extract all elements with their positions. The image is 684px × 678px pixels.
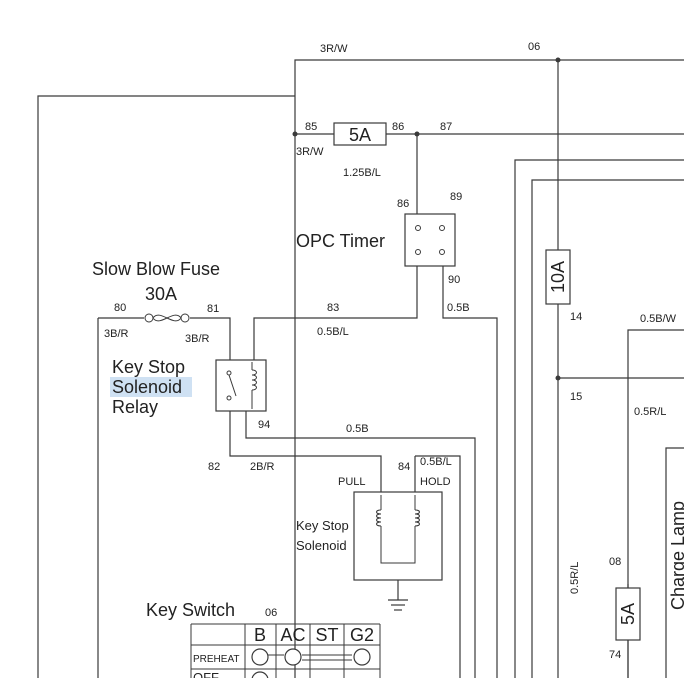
svg-text:3B/R: 3B/R bbox=[185, 333, 210, 345]
svg-text:81: 81 bbox=[207, 303, 219, 315]
svg-text:Solenoid: Solenoid bbox=[296, 538, 347, 553]
svg-text:06: 06 bbox=[265, 607, 277, 619]
fuse-10a: 10A bbox=[545, 249, 571, 305]
svg-text:Charge Lamp: Charge Lamp bbox=[668, 501, 684, 610]
svg-text:2B/R: 2B/R bbox=[250, 461, 275, 473]
svg-text:1.25B/L: 1.25B/L bbox=[343, 167, 381, 179]
svg-text:86: 86 bbox=[392, 121, 404, 133]
svg-text:Key Stop: Key Stop bbox=[112, 357, 185, 377]
svg-text:5A: 5A bbox=[618, 603, 638, 625]
svg-text:90: 90 bbox=[448, 274, 460, 286]
fuse-5a-top: 5A bbox=[333, 122, 387, 146]
svg-text:85: 85 bbox=[305, 121, 317, 133]
svg-text:0.5B/L: 0.5B/L bbox=[317, 326, 349, 338]
svg-text:82: 82 bbox=[208, 461, 220, 473]
slow-blow-fuse-rating: 30A bbox=[145, 284, 177, 304]
svg-text:08: 08 bbox=[609, 556, 621, 568]
svg-text:74: 74 bbox=[609, 649, 621, 661]
opc-timer-label: OPC Timer bbox=[296, 231, 385, 251]
svg-text:80: 80 bbox=[114, 302, 126, 314]
slow-blow-fuse-title: Slow Blow Fuse bbox=[92, 259, 220, 279]
key-stop-solenoid: Key Stop Solenoid PULL HOLD bbox=[296, 476, 451, 581]
svg-text:HOLD: HOLD bbox=[420, 476, 451, 488]
key-switch-col-g2: G2 bbox=[350, 625, 374, 645]
svg-text:3R/W: 3R/W bbox=[296, 146, 324, 158]
key-switch-col-st: ST bbox=[315, 625, 338, 645]
svg-text:84: 84 bbox=[398, 461, 410, 473]
key-stop-solenoid-relay: Key Stop Solenoid Relay bbox=[110, 357, 267, 417]
svg-text:15: 15 bbox=[570, 391, 582, 403]
key-switch-row-preheat: PREHEAT bbox=[193, 654, 240, 665]
key-switch-col-b: B bbox=[254, 625, 266, 645]
svg-text:89: 89 bbox=[450, 191, 462, 203]
slow-blow-fuse: Slow Blow Fuse 30A bbox=[92, 259, 220, 323]
key-switch-col-ac: AC bbox=[280, 625, 305, 645]
charge-lamp: Charge Lamp bbox=[668, 501, 684, 610]
svg-text:PULL: PULL bbox=[338, 476, 366, 488]
svg-text:3R/W: 3R/W bbox=[320, 43, 348, 55]
svg-text:86: 86 bbox=[397, 198, 409, 210]
svg-text:14: 14 bbox=[570, 311, 582, 323]
key-switch-title: Key Switch bbox=[146, 600, 235, 620]
svg-text:0.5B: 0.5B bbox=[447, 302, 470, 314]
svg-text:0.5R/L: 0.5R/L bbox=[569, 562, 581, 594]
svg-text:5A: 5A bbox=[349, 125, 371, 145]
svg-text:83: 83 bbox=[327, 302, 339, 314]
svg-text:06: 06 bbox=[528, 41, 540, 53]
svg-text:10A: 10A bbox=[548, 261, 568, 293]
wire-labels: 3R/W 06 85 3R/W 86 87 1.25B/L 86 89 90 0… bbox=[104, 41, 677, 661]
svg-text:0.5B/W: 0.5B/W bbox=[640, 313, 677, 325]
key-switch: Key Switch B AC ST G2 PREHEAT OFF bbox=[146, 600, 381, 678]
svg-text:Relay: Relay bbox=[112, 397, 158, 417]
svg-text:0.5B/L: 0.5B/L bbox=[420, 456, 452, 468]
key-switch-row-off: OFF bbox=[193, 670, 219, 678]
wires bbox=[37, 59, 684, 678]
svg-text:87: 87 bbox=[440, 121, 452, 133]
svg-text:Solenoid: Solenoid bbox=[112, 377, 182, 397]
svg-text:0.5R/L: 0.5R/L bbox=[634, 406, 666, 418]
svg-text:94: 94 bbox=[258, 419, 270, 431]
svg-text:Key Stop: Key Stop bbox=[296, 518, 349, 533]
svg-text:3B/R: 3B/R bbox=[104, 328, 129, 340]
opc-timer: OPC Timer bbox=[296, 213, 456, 267]
svg-text:0.5B: 0.5B bbox=[346, 423, 369, 435]
fuse-5a-bottom: 5A bbox=[615, 587, 641, 641]
